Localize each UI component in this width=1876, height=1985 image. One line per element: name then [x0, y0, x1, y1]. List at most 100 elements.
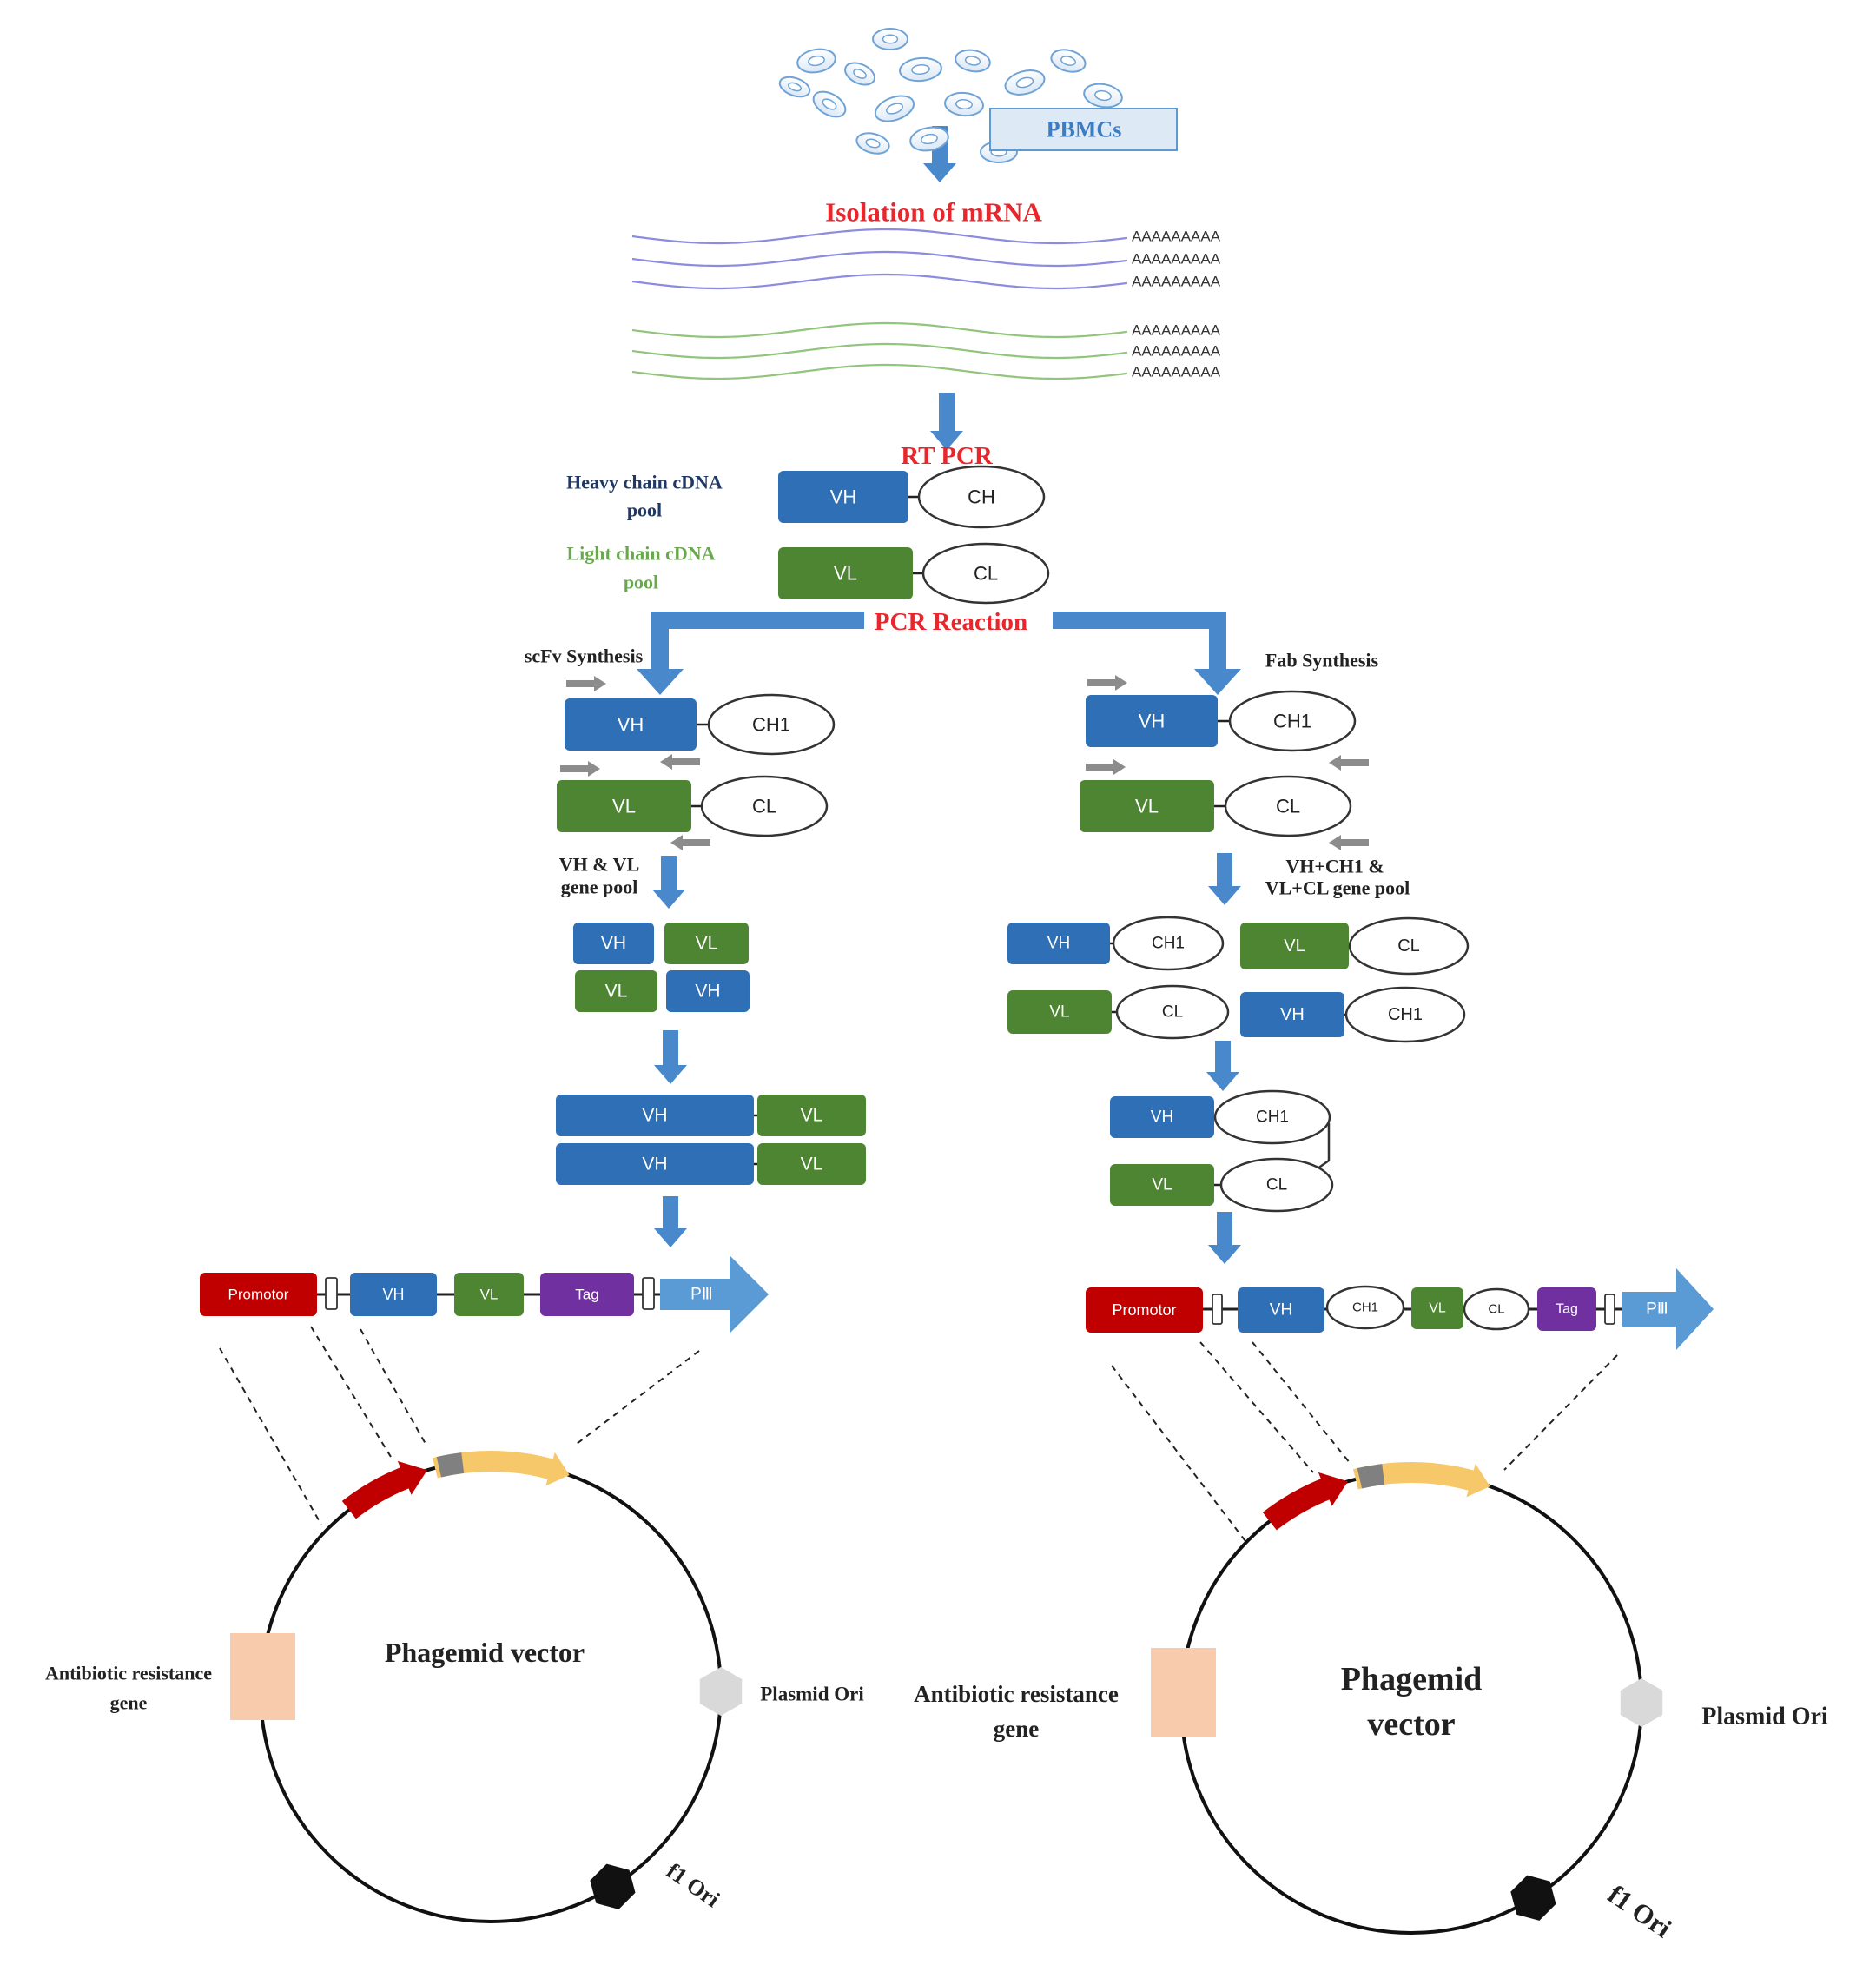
scfv-linked-vl [757, 1143, 866, 1185]
pbmc-label-box [989, 108, 1178, 151]
pbmc-nucleus [882, 34, 899, 44]
light-chain-pool-label: Light chain cDNA [566, 543, 715, 565]
primer-forward [560, 761, 600, 777]
scfv-vl-cl-v [557, 780, 691, 832]
fab-construct-cl-label: CL [1488, 1302, 1504, 1317]
left-plasmid-circle [259, 1459, 723, 1923]
flow-arrows [560, 126, 1369, 1264]
pbmc-nucleus [886, 103, 904, 115]
right-mapping-line [1111, 1365, 1249, 1545]
mrna-heavy-strand [631, 228, 1128, 245]
scfv-synthesis-title: scFv Synthesis [525, 645, 644, 667]
fab-pool-label: VH+CH1 & [1285, 856, 1384, 877]
fab-pool-vl-cl-v-label: VL [1049, 1003, 1069, 1022]
fab-pool-vh-ch1-v-label: VH [1047, 935, 1070, 953]
scfv-tag [540, 1273, 634, 1316]
scfv-linked-vh-label: VH [642, 1106, 667, 1126]
arrow-branch-scfv [637, 610, 864, 695]
fab-pool-vh-ch1-v-label: VH [1280, 1005, 1305, 1024]
mrna-heavy-strand [631, 250, 1128, 268]
pbmc-nucleus [853, 69, 867, 79]
right-promotor-arc [1262, 1472, 1348, 1531]
light-chain-cdna-c-label: CL [974, 563, 998, 585]
fab-construct-vh [1238, 1287, 1324, 1333]
fab-pool-vh-ch1-c [1112, 916, 1225, 971]
segments-layer [200, 28, 1714, 1921]
pool-vl-label: VL [696, 934, 718, 954]
arrow-branch-fab [1053, 612, 1241, 695]
fab-vl-cl-c-label: CL [1276, 796, 1300, 817]
mrna-light-strand [631, 321, 1128, 339]
left-mapping-line [310, 1326, 392, 1458]
right-antibiotic-label-2: gene [994, 1716, 1040, 1742]
primer-forward [1086, 759, 1126, 775]
left-promotor-arc [341, 1460, 427, 1519]
primer-reverse [1329, 755, 1369, 771]
arrow-mrna-to-rtpcr [930, 393, 963, 450]
pool-vh-label: VH [601, 934, 626, 954]
scfv-rbs-marker [325, 1277, 338, 1310]
pcr-reaction-label: PCR Reaction [875, 608, 1027, 636]
scfv-linked-vl [757, 1095, 866, 1136]
primer-reverse [1329, 835, 1369, 850]
left-f1-ori-label: f1 Ori [662, 1858, 724, 1912]
scfv-construct-vl [454, 1273, 524, 1316]
heavy-chain-pool-label: Heavy chain cDNA [566, 472, 723, 493]
fab-pool-label-2: VL+CL gene pool [1265, 877, 1410, 899]
heavy-chain-pool-label-2: pool [627, 500, 662, 521]
isolation-of-mrna-label: Isolation of mRNA [825, 197, 1042, 228]
pbmc-label: PBMCs [1047, 117, 1122, 142]
pbmc-nucleus [1094, 89, 1112, 102]
fab-piii [1622, 1268, 1714, 1350]
pbmc-nucleus [1015, 76, 1034, 89]
pbmc-nucleus [921, 133, 938, 145]
right-f1-ori-label: f1 Ori [1602, 1879, 1677, 1944]
fab-pool-vh-ch1-c-label: CH1 [1152, 935, 1185, 953]
scfv-vl-cl-c-label: CL [752, 796, 776, 817]
left-phagemid-title: Phagemid vector [385, 1637, 585, 1668]
heavy-chain-cdna-v-label: VH [830, 486, 857, 508]
scfv-vl-cl-c [700, 775, 829, 837]
left-antibiotic-gene [230, 1633, 295, 1720]
fab-promotor [1086, 1287, 1203, 1333]
scfv-construct-vh [350, 1273, 437, 1316]
right-antibiotic-gene [1151, 1648, 1216, 1737]
heavy-chain-cdna-c-label: CH [968, 486, 995, 508]
pool-vl [664, 923, 749, 964]
fab-promotor-label: Promotor [1112, 1301, 1176, 1319]
fab-linked-heavy-v-label: VH [1151, 1108, 1173, 1127]
mrna-light-strand [631, 342, 1128, 360]
scfv-vl-cl-v-label: VL [612, 796, 636, 817]
right-phagemid-title: Phagemid [1341, 1661, 1483, 1697]
pbmc-nucleus [1060, 56, 1076, 66]
pbmc-nucleus [911, 63, 930, 76]
scfv-promotor-label: Promotor [228, 1287, 289, 1303]
fab-tag [1537, 1287, 1596, 1331]
fab-synthesis-title: Fab Synthesis [1265, 650, 1379, 672]
fab-linked-light-c [1219, 1157, 1334, 1213]
right-mapping-line [1199, 1341, 1314, 1473]
fab-pool-vl-cl-c [1348, 916, 1470, 976]
pbmc-nucleus [808, 55, 825, 67]
fab-vh-ch1-v [1086, 695, 1218, 747]
left-antibiotic-label-2: gene [110, 1692, 148, 1714]
primer-forward [566, 676, 606, 691]
fab-piii-label: PⅢ [1646, 1300, 1668, 1319]
heavy-chain-cdna-c [917, 465, 1046, 529]
left-mapping-line [219, 1347, 322, 1525]
scfv-vh-ch1-v [565, 698, 697, 751]
pool-vl [575, 970, 657, 1012]
fab-vl-cl-v [1080, 780, 1214, 832]
left-f1-ori-shape [590, 1863, 636, 1909]
heavy-chain-cdna-v [778, 471, 908, 523]
arrow-fab-linked [1206, 1041, 1239, 1091]
fab-linked-light-v-label: VL [1152, 1176, 1172, 1194]
pool-vh-label: VH [695, 982, 720, 1002]
scfv-vh-ch1-c-label: CH1 [752, 714, 790, 736]
fab-construct-ch1-label: CH1 [1352, 1300, 1378, 1315]
right-plasmid-ori-shape [1620, 1678, 1663, 1727]
left-insert-arc [432, 1451, 570, 1486]
fab-linked-light-v [1110, 1164, 1214, 1206]
